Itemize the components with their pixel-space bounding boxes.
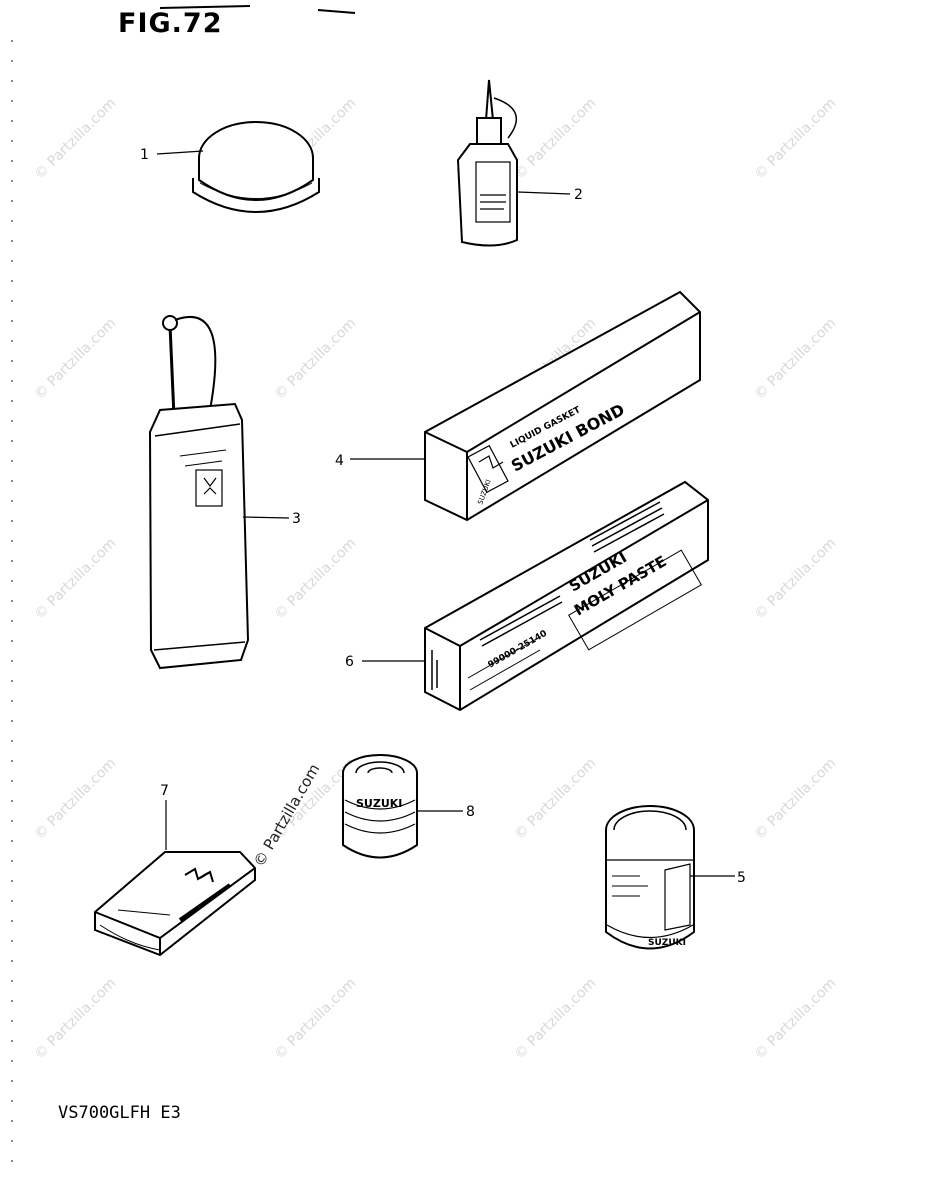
watermark-dark: © Partzilla.com	[250, 761, 323, 870]
callout-numbers: 1 2 3 4 5 6 7 8	[140, 147, 746, 886]
watermark-text: © Partzilla.com	[752, 315, 840, 403]
model-code: VS700GLFH E3	[58, 1103, 181, 1123]
watermark-text: © Partzilla.com	[32, 755, 120, 843]
part-8-grease-can[interactable]: SUZUKI	[342, 754, 418, 859]
callout-7: 7	[160, 783, 169, 799]
watermark-text: © Partzilla.com	[752, 975, 840, 1063]
watermark-text: © Partzilla.com	[32, 95, 120, 183]
callout-2: 2	[574, 187, 583, 203]
watermark-text: © Partzilla.com	[512, 975, 600, 1063]
callout-1: 1	[140, 147, 149, 163]
watermark-text: © Partzilla.com	[752, 755, 840, 843]
can-label: SUZUKI	[356, 797, 402, 810]
watermark-text: © Partzilla.com	[32, 975, 120, 1063]
callout-4: 4	[335, 453, 344, 469]
watermark-text: © Partzilla.com	[272, 535, 360, 623]
watermark-text: © Partzilla.com	[272, 315, 360, 403]
callout-leaders	[156, 150, 735, 877]
callout-3: 3	[292, 511, 301, 527]
callout-8: 8	[466, 804, 475, 820]
tin-label: SUZUKI	[648, 938, 686, 948]
part-4-suzuki-bond-box[interactable]: LIQUID GASKET SUZUKI BOND SUZUKI	[424, 290, 701, 522]
part-6-moly-paste-box[interactable]: SUZUKI MOLY PASTE 99000-25140	[424, 480, 709, 712]
part-5-tin-can[interactable]: SUZUKI	[605, 805, 695, 950]
part-7-grease-pack[interactable]	[94, 851, 256, 957]
part-1-polish-tin[interactable]	[192, 121, 320, 213]
watermark-text: © Partzilla.com	[752, 95, 840, 183]
watermark-text: © Partzilla.com	[32, 315, 120, 403]
callout-6: 6	[345, 654, 354, 670]
watermark-text: © Partzilla.com	[512, 95, 600, 183]
callout-5: 5	[737, 870, 746, 886]
watermark-text: © Partzilla.com	[512, 755, 600, 843]
part-2-thread-lock-bottle[interactable]	[456, 79, 518, 247]
watermark-text: © Partzilla.com	[272, 975, 360, 1063]
watermark-text: © Partzilla.com	[32, 535, 120, 623]
figure-label: FIG.72	[118, 8, 223, 39]
watermark-text: © Partzilla.com	[752, 535, 840, 623]
part-3-oil-can[interactable]	[148, 315, 250, 670]
